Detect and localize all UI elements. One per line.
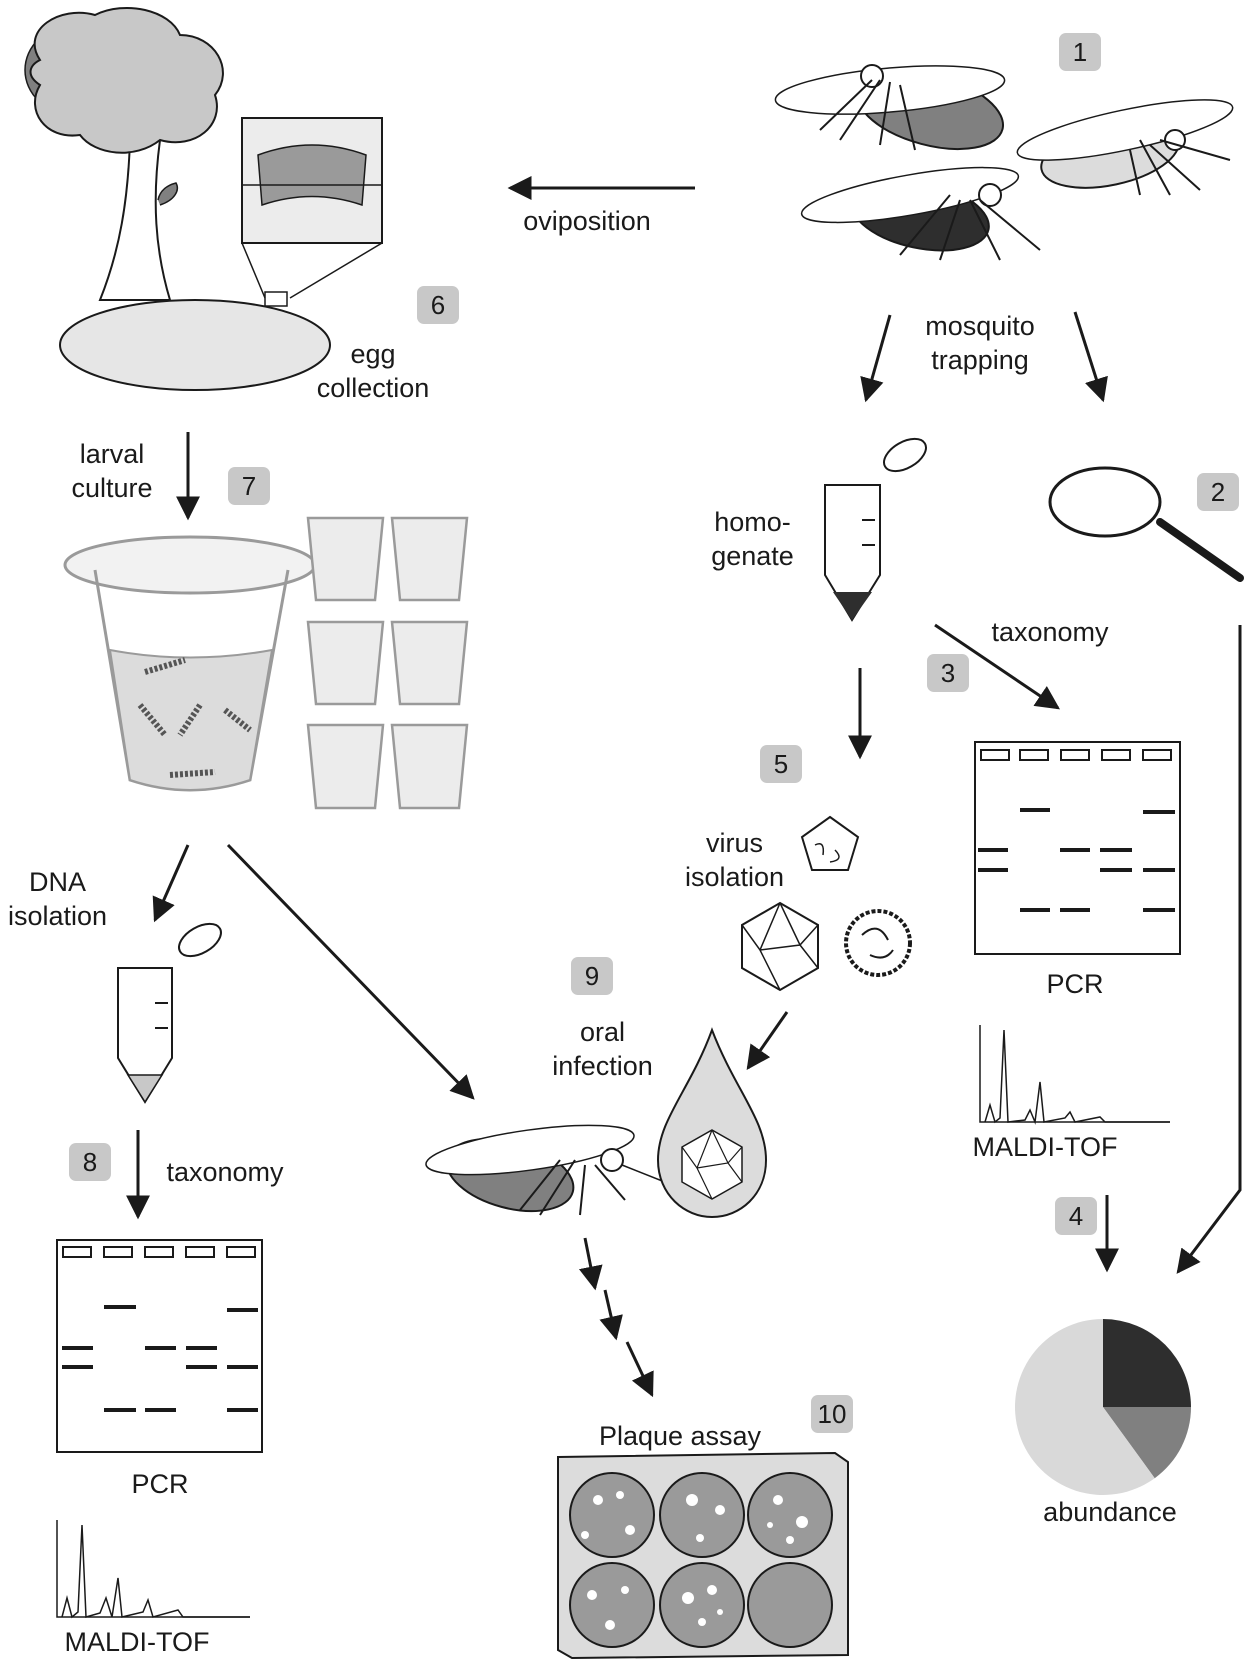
virus-icon	[741, 815, 912, 992]
mosquito-trapping-label: mosquito trapping	[925, 311, 1035, 375]
taxonomy-label-left: taxonomy	[166, 1157, 284, 1187]
magnifying-glass-icon	[1048, 466, 1244, 582]
larval-culture-illustration	[63, 516, 469, 810]
larval-culture-label: larval culture	[71, 439, 153, 503]
step-badge-1: 1	[1059, 33, 1101, 71]
pcr-label-left: PCR	[131, 1469, 189, 1499]
oral-infection-label: oral infection	[552, 1017, 653, 1081]
step-badge-5: 5	[760, 745, 802, 783]
flow-arrows	[126, 176, 1242, 1398]
dna-isolation-label: DNA isolation	[7, 867, 108, 931]
pie-slice-3	[1015, 1319, 1155, 1495]
pie-slice-2	[1103, 1407, 1191, 1479]
taxonomy-label-right: taxonomy	[991, 617, 1109, 647]
oviposition-label: oviposition	[523, 206, 651, 236]
pcr-gel-right	[974, 741, 1181, 955]
step-badge-4: 4	[1055, 1197, 1097, 1235]
maldi-label-left: MALDI-TOF	[64, 1627, 210, 1657]
mosquito-group-icon	[774, 64, 1234, 261]
egg-collection-label: egg collection	[316, 339, 430, 403]
step-badge-8: 8	[69, 1143, 111, 1181]
pcr-gel-left	[56, 1239, 263, 1453]
maldi-label-right: MALDI-TOF	[972, 1132, 1118, 1162]
plaque-assay-plate	[557, 1451, 849, 1660]
oral-infection-illustration	[425, 1027, 768, 1219]
step-badge-10: 10	[811, 1395, 853, 1433]
step-badge-6: 6	[417, 286, 459, 324]
abundance-pie-chart	[1015, 1319, 1191, 1495]
abundance-label: abundance	[1043, 1497, 1177, 1527]
step-badge-9: 9	[571, 957, 613, 995]
pcr-label-right: PCR	[1046, 969, 1104, 999]
step-badge-3: 3	[927, 654, 969, 692]
step-badge-2: 2	[1197, 473, 1239, 511]
plaque-assay-label: Plaque assay	[598, 1421, 762, 1451]
step-badge-7: 7	[228, 467, 270, 505]
homogenate-label: homo- genate	[711, 507, 794, 571]
homogenate-tube-icon	[824, 437, 927, 622]
maldi-spectrum-left	[56, 1520, 250, 1619]
pie-slice-1	[1103, 1319, 1191, 1407]
virus-isolation-label: virus isolation	[684, 828, 785, 892]
dna-tube-icon	[117, 922, 222, 1104]
tree-illustration	[24, 7, 383, 391]
maldi-spectrum-right	[979, 1025, 1170, 1125]
